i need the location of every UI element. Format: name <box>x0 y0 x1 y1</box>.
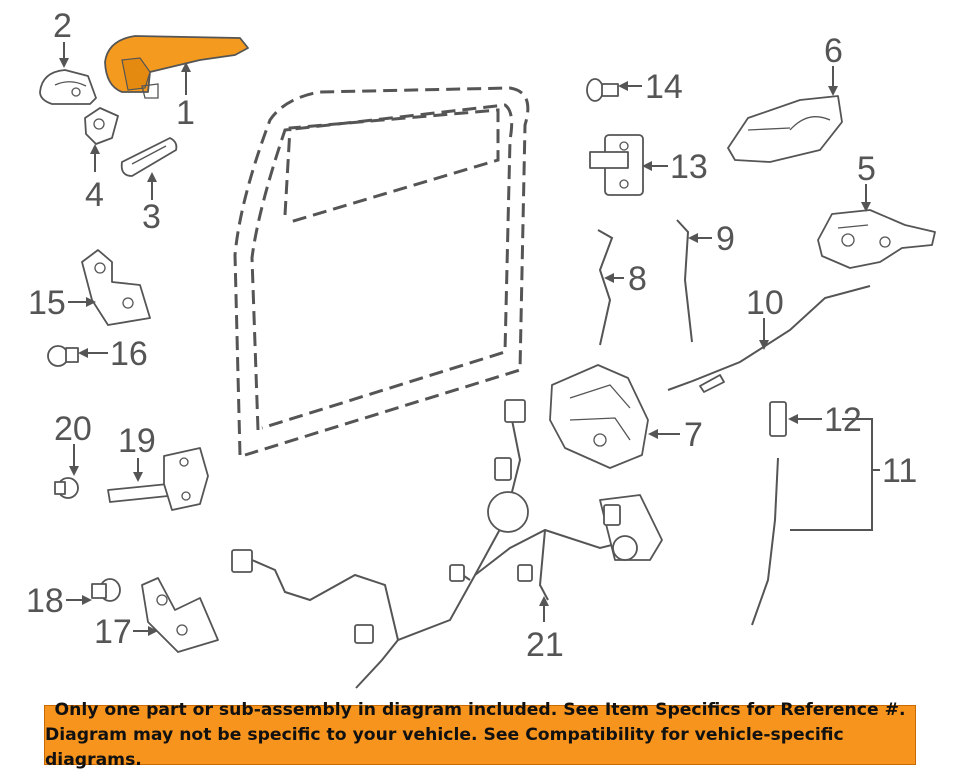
callout-6: 6 <box>824 32 843 70</box>
part-4-lock-cylinder[interactable] <box>84 107 119 145</box>
callout-10: 10 <box>746 284 784 322</box>
part-12-clip[interactable] <box>769 401 787 437</box>
callout-9: 9 <box>716 220 735 258</box>
callout-labels: 1 2 3 4 5 6 7 8 9 10 11 12 13 14 15 16 1… <box>26 7 917 664</box>
callout-13: 13 <box>670 148 708 186</box>
part-21-wiring-harness[interactable] <box>231 399 663 689</box>
callout-19: 19 <box>118 422 156 460</box>
disclaimer-banner: Only one part or sub-assembly in diagram… <box>44 700 916 770</box>
callout-14: 14 <box>645 68 683 106</box>
part-13-striker[interactable] <box>589 134 644 196</box>
disclaimer-line-2: Diagram may not be specific to your vehi… <box>45 724 844 770</box>
callout-12: 12 <box>824 401 862 439</box>
part-16-bolt[interactable] <box>47 345 79 367</box>
part-15-hinge[interactable] <box>81 249 151 326</box>
callout-17: 17 <box>94 613 132 651</box>
callout-20: 20 <box>54 410 92 448</box>
part-2-bezel[interactable] <box>39 69 97 105</box>
part-1-outside-handle[interactable] <box>104 35 249 99</box>
part-3-cover[interactable] <box>120 137 178 177</box>
callout-11: 11 <box>882 452 917 490</box>
callout-2: 2 <box>53 7 72 45</box>
callout-4: 4 <box>85 176 104 214</box>
part-11-rod-assembly[interactable] <box>751 457 779 626</box>
parts-diagram: 1 2 3 4 5 6 7 8 9 10 11 12 13 14 15 16 1… <box>26 7 936 689</box>
door-outline <box>233 86 530 457</box>
part-7-lock-actuator[interactable] <box>549 364 649 469</box>
callout-1: 1 <box>176 94 195 132</box>
part-5-bracket[interactable] <box>817 209 936 269</box>
leader-lines <box>59 42 880 636</box>
part-19-door-check[interactable] <box>107 447 209 511</box>
callout-7: 7 <box>684 416 703 454</box>
callout-21: 21 <box>526 626 564 664</box>
callout-15: 15 <box>28 284 66 322</box>
part-6-inside-handle[interactable] <box>727 95 843 163</box>
callout-16: 16 <box>110 335 148 373</box>
callout-5: 5 <box>857 150 876 188</box>
part-18-bolt[interactable] <box>91 578 121 602</box>
callout-3: 3 <box>142 198 161 236</box>
disclaimer-line-1: Only one part or sub-assembly in diagram… <box>54 699 906 720</box>
callout-8: 8 <box>628 260 647 298</box>
part-20-bolt[interactable] <box>54 477 79 499</box>
callout-18: 18 <box>26 582 64 620</box>
part-9-rod[interactable] <box>676 219 693 343</box>
part-14-bolt[interactable] <box>586 78 619 102</box>
part-17-hinge[interactable] <box>141 577 219 653</box>
part-8-rod[interactable] <box>597 229 614 346</box>
